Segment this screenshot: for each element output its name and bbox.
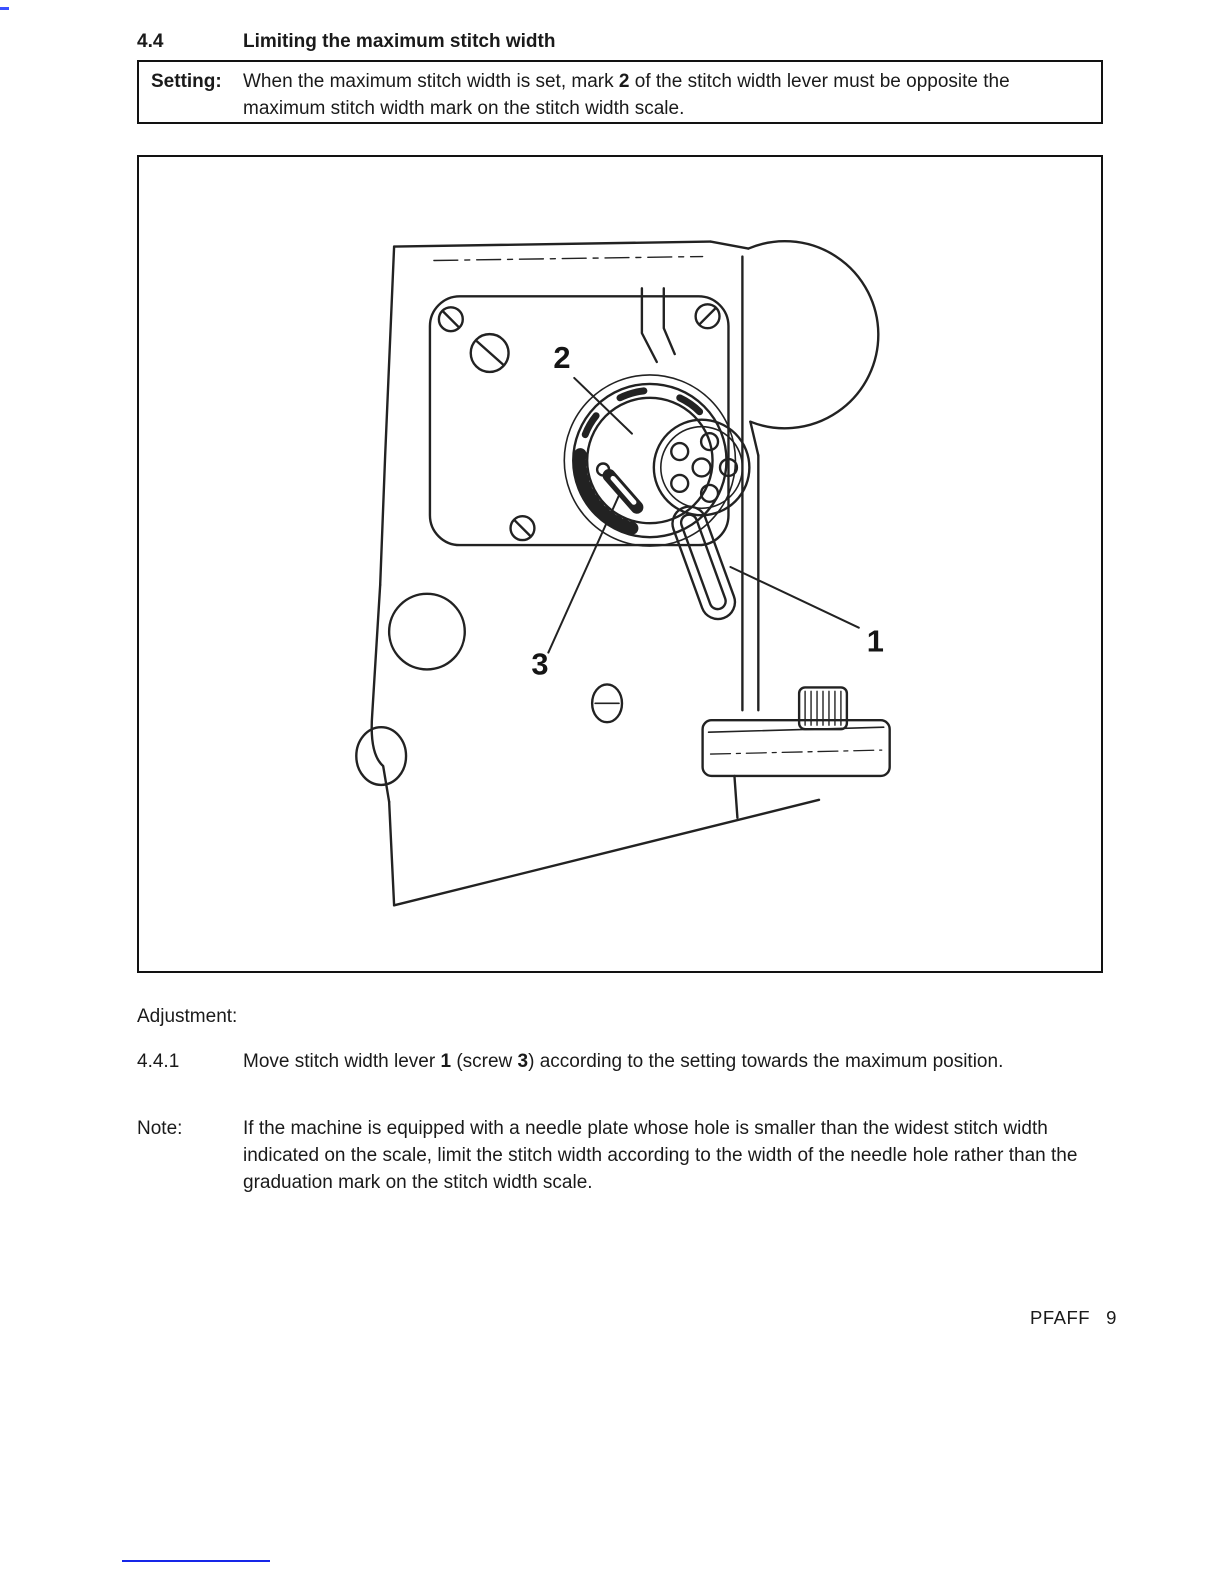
casting-hole-large [387,592,466,671]
callout-2-label: 2 [553,340,570,375]
stitch-width-dial [563,374,751,547]
note-text: If the machine is equipped with a needle… [243,1118,1078,1193]
step-text-part: (screw [451,1051,518,1072]
scan-artifact-top [0,7,9,10]
callout-2-line [573,376,633,435]
figure-stitch-width-illustration: 2 1 3 [137,155,1103,973]
footer-brand: PFAFF [1030,1307,1091,1328]
adjustment-heading: Adjustment: [137,1006,238,1027]
setting-label: Setting: [151,71,222,92]
bed-edge [392,798,821,907]
callout-1-label: 1 [867,624,884,659]
setting-box [137,60,1103,124]
step-text-part: ) according to the setting towards the m… [528,1051,1004,1072]
machine-body-outline [355,240,880,907]
screw-3 [595,462,644,514]
step-text: Move stitch width lever 1 (screw 3) acco… [243,1048,1103,1075]
casting-hole-small [590,683,624,724]
callout-1-line [729,565,860,629]
callout-3-line [547,494,620,654]
setting-text-part: When the maximum stitch width is set, ma… [243,71,619,92]
section-title: Limiting the maximum stitch width [243,31,556,52]
stitch-width-scale-graduations [573,448,639,535]
screw-large-slotted [469,332,510,374]
cover-plate [428,295,730,547]
detent-tab [640,287,676,364]
scan-artifact-underline [122,1560,270,1562]
note-label: Note: [137,1118,183,1139]
screw-bottom [509,515,536,542]
machine-illustration: 2 1 3 [355,240,891,907]
stitch-width-lever [671,505,737,621]
setting-text-mark-2: 2 [618,71,630,92]
step-number: 4.4.1 [137,1051,180,1072]
screw-top-left [437,306,464,333]
handwheel-arc [747,240,880,430]
casting-hole-left [355,726,408,787]
screw-top-right [694,303,721,330]
footer-page-number: 9 [1106,1307,1117,1328]
step-text-part: Move stitch width lever [243,1051,441,1072]
step-text-screw-3: 3 [517,1051,529,1072]
slider-bracket [701,686,891,778]
callout-leader-lines [547,376,860,654]
setting-text-part: of the stitch width lever must be opposi… [243,71,1010,119]
section-number: 4.4 [137,31,164,52]
dial-front-disc [652,418,751,517]
callout-3-label: 3 [531,646,548,681]
page-footer: PFAFF 9 [1030,1307,1116,1329]
setting-text: When the maximum stitch width is set, ma… [243,68,1095,122]
step-text-lever-1: 1 [440,1051,452,1072]
